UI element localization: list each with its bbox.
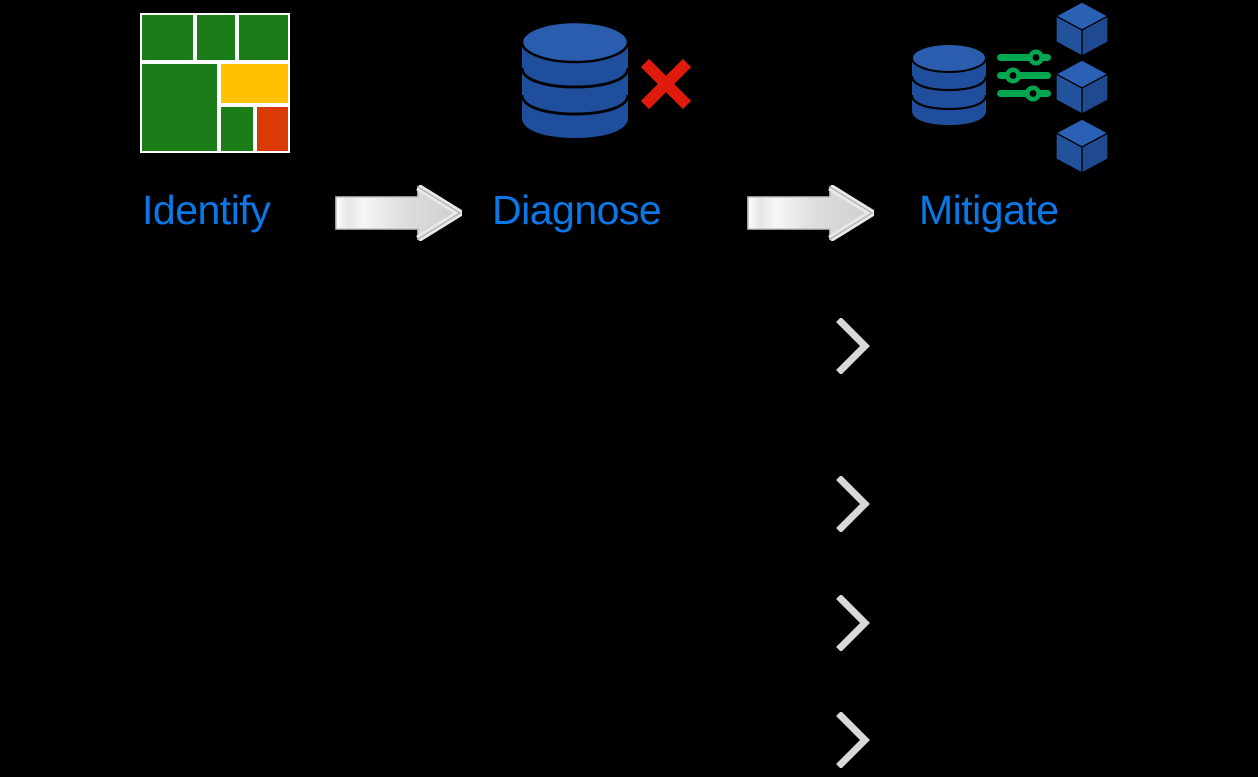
stage-label-identify: Identify	[142, 187, 271, 233]
cube-icon	[1055, 1, 1109, 57]
database-icon	[520, 20, 630, 138]
block-arrow-identify-to-diagnose	[335, 185, 462, 241]
treemap-cell	[219, 104, 255, 153]
cube-icon	[1055, 118, 1109, 174]
treemap-cell	[140, 13, 195, 62]
treemap-icon	[140, 13, 290, 153]
treemap-cell	[140, 61, 219, 153]
block-arrow-diagnose-to-mitigate	[747, 185, 874, 241]
diagnose-icon-group	[520, 12, 700, 142]
cube-icon	[1055, 59, 1109, 115]
chevron-right-icon	[836, 712, 870, 768]
chevron-right-icon	[836, 476, 870, 532]
chevron-right-icon	[836, 318, 870, 374]
x-mark-icon	[640, 58, 692, 110]
chevron-right-icon	[836, 595, 870, 651]
treemap-cell	[195, 13, 237, 62]
database-icon	[910, 43, 988, 125]
stage-label-mitigate: Mitigate	[919, 187, 1059, 233]
stage-label-diagnose: Diagnose	[492, 187, 662, 233]
mitigate-icon-group	[905, 0, 1120, 178]
treemap-cell	[237, 13, 290, 62]
treemap-cell	[219, 61, 290, 105]
settings-sliders-icon	[997, 49, 1051, 102]
treemap-cell	[255, 104, 290, 153]
